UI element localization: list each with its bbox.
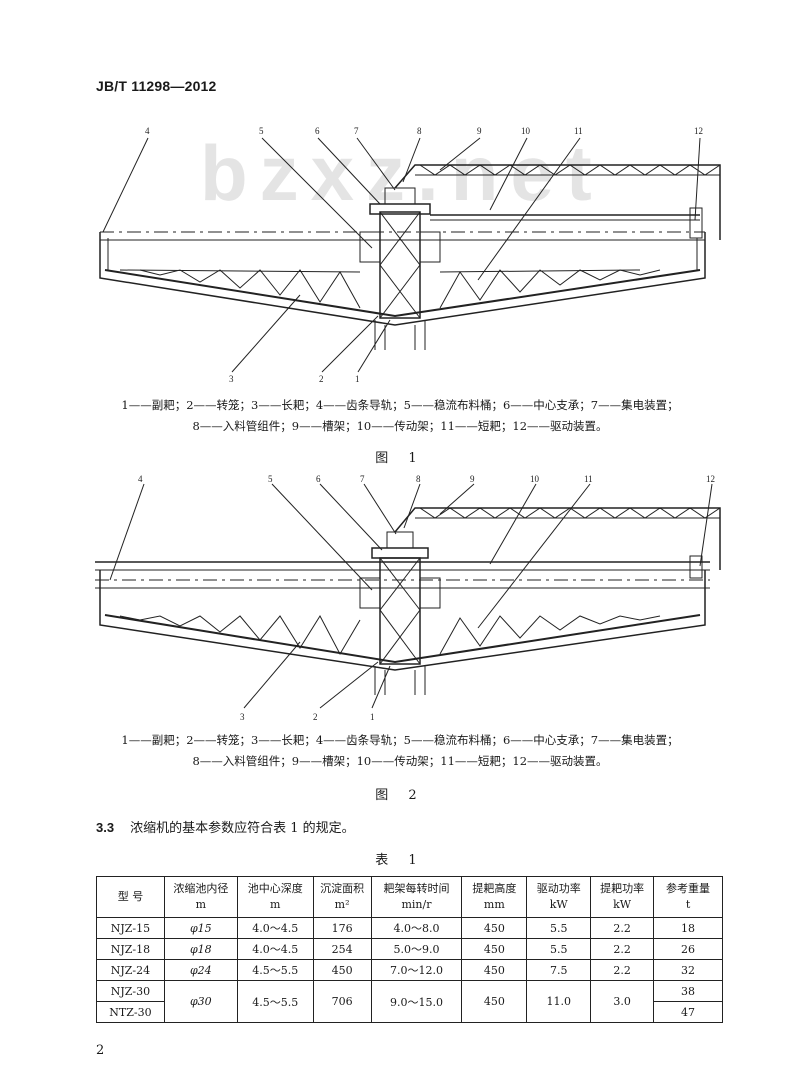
page-number: 2 — [96, 1043, 105, 1058]
figure-2-drawing: 4 5 6 7 8 9 10 11 12 3 2 1 — [95, 474, 721, 722]
cell-area: 176 — [312, 917, 372, 939]
fig2-callout-3: 3 — [240, 712, 245, 722]
fig2-callout-10: 10 — [530, 474, 540, 484]
fig1-callout-1: 1 — [355, 374, 360, 384]
cell-lift: 450 — [461, 938, 528, 960]
cell-time: 9.0～15.0 — [370, 980, 463, 1023]
fig1-callout-2: 2 — [319, 374, 324, 384]
cell-time: 4.0～8.0 — [370, 917, 463, 939]
fig2-callout-6: 6 — [316, 474, 321, 484]
cell-time: 7.0～12.0 — [370, 959, 463, 981]
table-row: NJZ-15 φ15 4.0～4.5 176 4.0～8.0 450 5.5 2… — [96, 917, 723, 939]
cell-area: 706 — [312, 980, 372, 1023]
standard-code: JB/T 11298—2012 — [96, 78, 217, 94]
fig1-callout-12: 12 — [694, 126, 703, 136]
cell-lift-power: 2.2 — [590, 959, 655, 981]
fig1-callout-8: 8 — [417, 126, 422, 136]
cell-drive: 11.0 — [526, 980, 592, 1023]
fig1-callout-5: 5 — [259, 126, 264, 136]
cell-diameter: φ15 — [163, 917, 238, 939]
cell-lift-power: 3.0 — [590, 980, 655, 1023]
cell-lift: 450 — [461, 980, 528, 1023]
watermark: bzxz.net — [200, 129, 604, 217]
fig1-callout-7: 7 — [354, 126, 359, 136]
fig2-callout-9: 9 — [470, 474, 475, 484]
fig2-callout-1: 1 — [370, 712, 375, 722]
cell-model: NJZ-18 — [96, 938, 165, 960]
cell-lift-power: 2.2 — [590, 938, 655, 960]
fig1-callout-10: 10 — [521, 126, 531, 136]
cell-depth: 4.5～5.5 — [236, 980, 314, 1023]
cell-drive: 5.5 — [526, 938, 592, 960]
cell-area: 450 — [312, 959, 372, 981]
figure-1-caption: 图 1 — [375, 451, 425, 466]
table-caption: 表 1 — [375, 853, 425, 868]
cell-lift-power: 2.2 — [590, 917, 655, 939]
clause-3-3: 3.3 浓缩机的基本参数应符合表 1 的规定。 — [96, 817, 355, 836]
legend-line: 8——入料管组件；9——槽架；10——传动架；11——短耙；12——驱动装置。 — [192, 419, 608, 433]
clause-text: 浓缩机的基本参数应符合表 1 的规定。 — [130, 821, 355, 836]
cell-drive: 7.5 — [526, 959, 592, 981]
legend-line: 1——副耙；2——转笼；3——长耙；4——齿条导轨；5——稳流布料桶；6——中心… — [121, 398, 679, 412]
header-model: 型 号 — [96, 876, 165, 918]
cell-weight: 38 — [653, 980, 723, 1002]
fig2-callout-2: 2 — [313, 712, 318, 722]
table-row: NJZ-18 φ18 4.0～4.5 254 5.0～9.0 450 5.5 2… — [96, 938, 723, 960]
cell-area: 254 — [312, 938, 372, 960]
figure-1-drawing: 4 5 6 7 8 9 10 11 12 3 2 1 — [99, 126, 721, 384]
cell-model: NJZ-24 — [96, 959, 165, 981]
table-row: NTZ-30 47 — [96, 1001, 723, 1023]
cell-model: NJZ-30 — [96, 980, 165, 1002]
fig1-callout-3: 3 — [229, 374, 234, 384]
legend-line: 8——入料管组件；9——槽架；10——传动架；11——短耙；12——驱动装置。 — [192, 754, 608, 768]
cell-depth: 4.5～5.5 — [236, 959, 314, 981]
legend-line: 1——副耙；2——转笼；3——长耙；4——齿条导轨；5——稳流布料桶；6——中心… — [121, 733, 679, 747]
cell-weight: 32 — [653, 959, 723, 981]
fig2-callout-12: 12 — [706, 474, 715, 484]
clause-number: 3.3 — [96, 820, 115, 835]
cell-weight: 47 — [653, 1001, 723, 1023]
figure-2-caption: 图 2 — [375, 788, 425, 803]
cell-time: 5.0～9.0 — [370, 938, 463, 960]
fig2-callout-4: 4 — [138, 474, 143, 484]
cell-depth: 4.0～4.5 — [236, 938, 314, 960]
cell-lift: 450 — [461, 917, 528, 939]
fig1-callout-11: 11 — [574, 126, 583, 136]
cell-drive: 5.5 — [526, 917, 592, 939]
table-row: NJZ-24 φ24 4.5～5.5 450 7.0～12.0 450 7.5 … — [96, 959, 723, 981]
fig2-callout-5: 5 — [268, 474, 273, 484]
cell-lift: 450 — [461, 959, 528, 981]
cell-diameter: φ30 — [163, 980, 238, 1023]
fig2-callout-11: 11 — [584, 474, 593, 484]
figure-2-legend: 1——副耙；2——转笼；3——长耙；4——齿条导轨；5——稳流布料桶；6——中心… — [0, 730, 800, 772]
cell-depth: 4.0～4.5 — [236, 917, 314, 939]
cell-model: NJZ-15 — [96, 917, 165, 939]
cell-diameter: φ24 — [163, 959, 238, 981]
table-row: NJZ-30 φ30 4.5～5.5 706 9.0～15.0 450 11.0… — [96, 980, 723, 1023]
fig2-callout-8: 8 — [416, 474, 421, 484]
fig1-callout-4: 4 — [145, 126, 150, 136]
figure-1-legend: 1——副耙；2——转笼；3——长耙；4——齿条导轨；5——稳流布料桶；6——中心… — [0, 395, 800, 437]
cell-weight: 26 — [653, 938, 723, 960]
cell-diameter: φ18 — [163, 938, 238, 960]
cell-weight: 18 — [653, 917, 723, 939]
fig1-callout-9: 9 — [477, 126, 482, 136]
fig1-callout-6: 6 — [315, 126, 320, 136]
cell-model: NTZ-30 — [96, 1001, 165, 1023]
fig2-callout-7: 7 — [360, 474, 365, 484]
